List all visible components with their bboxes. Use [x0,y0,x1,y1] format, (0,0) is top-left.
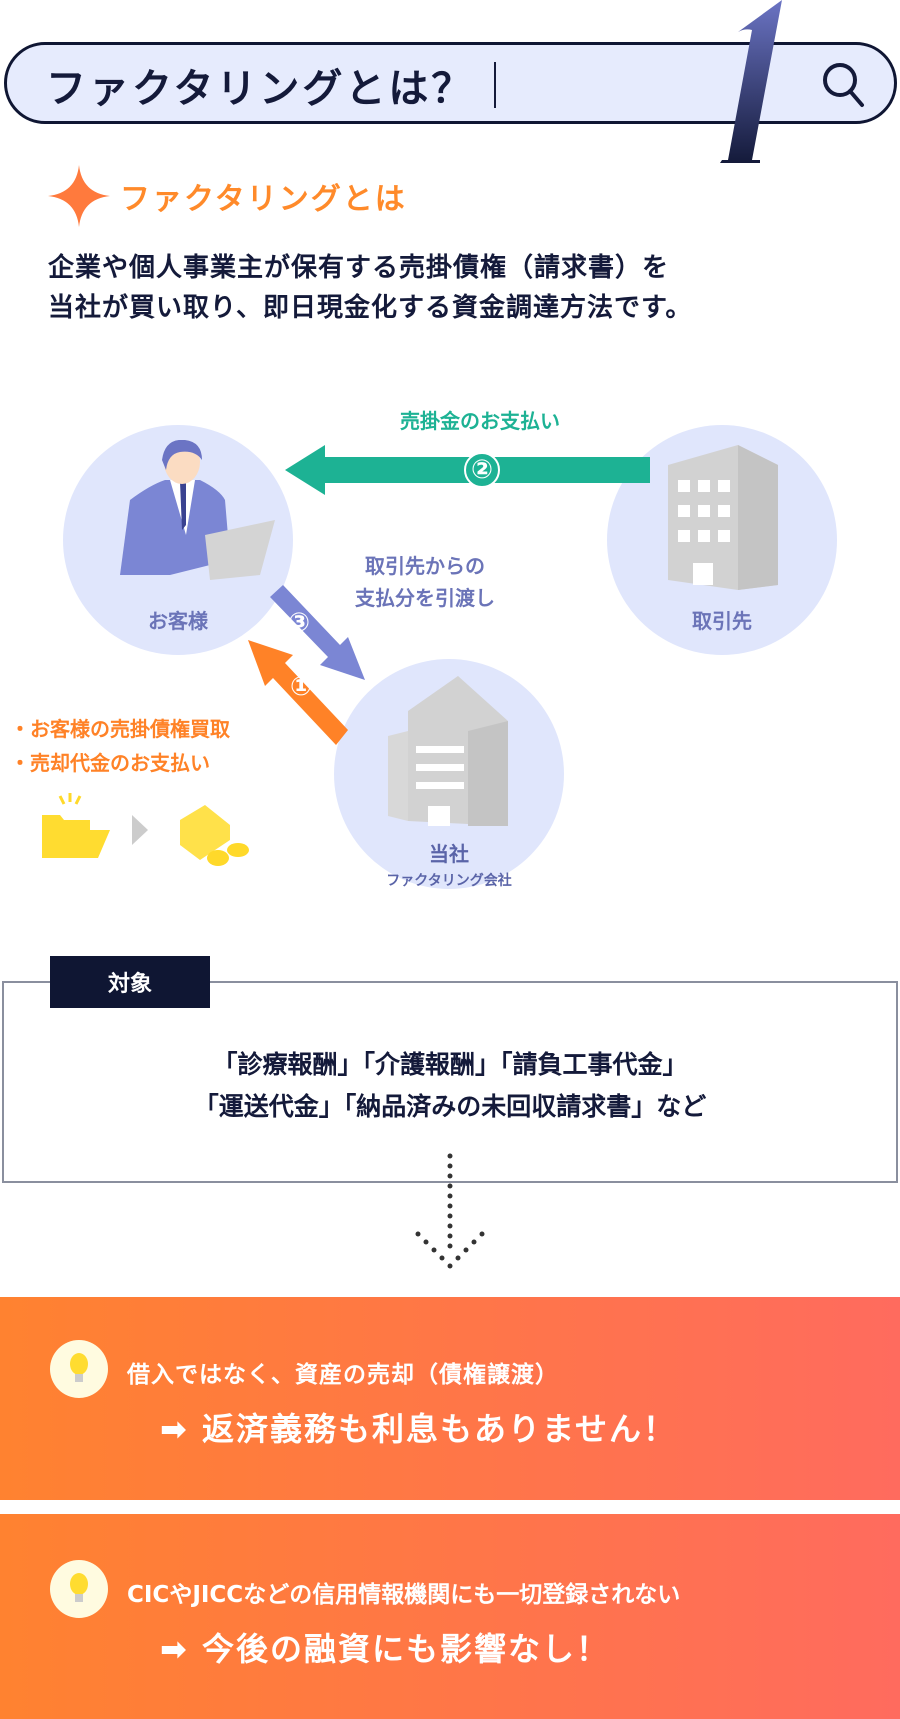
step1-line: ・お客様の売掛債権買取 [10,717,230,741]
benefit-panel [0,1297,900,1500]
payment-arrow-green [285,445,650,495]
section-description: 企業や個人事業主が保有する売掛債権（請求書）を 当社が買い取り、即日現金化する資… [48,248,692,328]
arrow-right-icon: ➡ [160,1410,202,1448]
benefit-line2: ➡ 今後の融資にも影響なし！ [160,1624,610,1670]
target-box [2,981,898,1183]
lightbulb-icon [50,1560,108,1618]
search-icon[interactable] [820,60,866,110]
client-building-icon [668,445,778,590]
dotted-down-arrow-icon [415,1153,485,1269]
sparkle-icon [48,165,110,227]
benefit-line2: ➡ 返済義務も利息もありません！ [160,1404,677,1450]
text-caret [494,62,496,108]
step1-line: ・売却代金のお支払い [10,751,210,775]
company-building-icon [388,676,508,826]
target-text: 「診療報酬」「介護報酬」「請負工事代金」 「運送代金」「納品済みの未回収請求書」… [0,1044,900,1128]
arrow1-number: ① [290,672,313,702]
purchase-arrow-orange [248,640,348,745]
arrow2-label: 売掛金のお支払い [400,409,560,433]
arrow3-label-line: 取引先からの [365,554,485,578]
lightbulb-icon [50,1340,108,1398]
description-line: 企業や個人事業主が保有する売掛債権（請求書）を [48,253,670,283]
benefit-line2-text: 今後の融資にも影響なし！ [201,1630,610,1668]
benefit-line1: 借入ではなく、資産の売却（債権譲渡） [127,1362,559,1388]
client-label: 取引先 [692,609,752,633]
arrow3-number: ③ [288,608,311,638]
arrow3-label: 取引先からの 支払分を引渡し [330,550,520,614]
company-label: 当社 [429,842,469,866]
target-line: 「運送代金」「納品済みの未回収請求書」など [193,1092,707,1121]
benefit-line2-text: 返済義務も利息もありません！ [201,1410,677,1448]
description-line: 当社が買い取り、即日現金化する資金調達方法です。 [48,293,693,323]
company-sub-label: ファクタリング会社 [386,873,512,889]
target-line: 「診療報酬」「介護報酬」「請負工事代金」 [212,1050,688,1079]
arrow2-number: ② [470,455,493,485]
target-tab: 対象 [50,956,210,1008]
businessman-icon [120,440,275,580]
section-heading: ファクタリングとは [120,182,407,217]
search-query[interactable]: ファクタリングとは？ [46,66,475,112]
step1-text: ・お客様の売掛債権買取 ・売却代金のお支払い [10,712,230,780]
benefit-line1: CICやJICCなどの信用情報機関にも一切登録されない [127,1582,681,1608]
invoice-to-cash-icon [42,793,249,866]
transfer-arrow-purple [270,585,365,680]
customer-label: お客様 [148,609,208,633]
arrow-right-icon: ➡ [160,1630,202,1668]
arrow3-label-line: 支払分を引渡し [355,586,495,610]
number-one-mark [720,0,782,163]
benefit-panel [0,1514,900,1719]
